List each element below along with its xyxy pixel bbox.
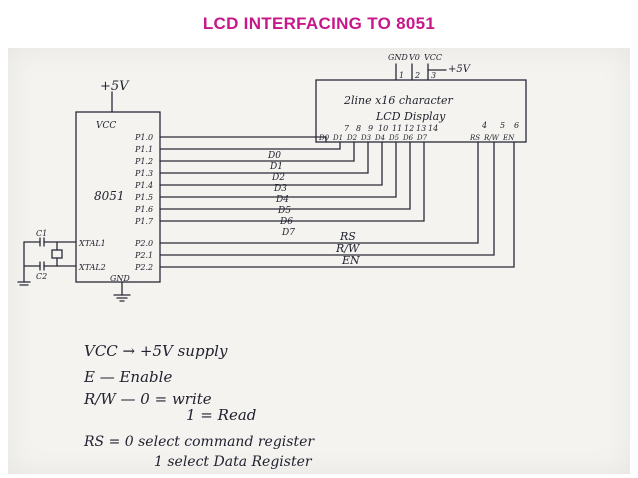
- mcu-pin-p2-1: P2.1: [134, 251, 153, 260]
- wire-en: [159, 141, 515, 268]
- mcu-gnd-label: GND: [110, 274, 130, 283]
- notes: VCC → +5V supply E — Enable R/W — 0 = wr…: [83, 342, 315, 470]
- lcd-pin-num-7: 7: [344, 124, 350, 133]
- lcd-v0-label: V0: [409, 53, 420, 62]
- bus-label-d5: D5: [277, 206, 291, 216]
- mcu-supply: +5V: [100, 79, 130, 94]
- bus-label-d6: D6: [279, 217, 293, 227]
- lcd-pin-num-6: 6: [514, 121, 519, 130]
- crystal-circuit: C1 C2: [17, 229, 77, 286]
- lcd-pin-d4: D4: [374, 134, 385, 142]
- note-rw-write: R/W — 0 = write: [83, 390, 212, 408]
- mcu-name: 8051: [94, 189, 125, 203]
- lcd-vcc-label: VCC: [424, 53, 442, 62]
- bus-label-d7: D7: [281, 228, 295, 238]
- note-rs-command: RS = 0 select command register: [83, 434, 315, 450]
- mcu-pin-p1-4: P1.4: [134, 181, 153, 190]
- lcd-pin-d6: D6: [402, 134, 414, 142]
- mcu-pin-p1-6: P1.6: [134, 205, 153, 214]
- mcu-pin-p2-2: P2.2: [134, 263, 153, 272]
- lcd-pin-num-11: 11: [392, 124, 402, 133]
- lcd-pin-num-5: 5: [500, 121, 505, 130]
- lcd-pin-num-12: 12: [404, 124, 414, 133]
- lcd-pin-d0: D0: [318, 134, 330, 142]
- lcd-supply: +5V: [448, 64, 472, 75]
- lcd-pin-num-13: 13: [416, 124, 426, 133]
- bus-label-d4: D4: [275, 195, 289, 205]
- lcd-pin-num-2: 2: [414, 71, 420, 80]
- bus-label-d1: D1: [269, 162, 283, 172]
- lcd-body: [315, 79, 527, 143]
- control-bus: RS R/W EN: [159, 141, 515, 268]
- wire-d6: [159, 141, 411, 210]
- wire-d5: [159, 141, 397, 198]
- cap-c2-label: C2: [36, 272, 47, 281]
- page-title: LCD INTERFACING TO 8051: [202, 14, 436, 33]
- lcd-pin-d3: D3: [360, 134, 372, 142]
- mcu-pin-p1-7: P1.7: [134, 217, 154, 226]
- lcd-pin-d2: D2: [346, 134, 358, 142]
- cap-c1-label: C1: [36, 229, 47, 238]
- mcu-pin-p1-1: P1.1: [134, 145, 153, 154]
- bus-label-d0: D0: [267, 151, 281, 161]
- wire-d2: [159, 141, 355, 162]
- bus-label-d3: D3: [273, 184, 287, 194]
- wire-d1: [159, 141, 341, 150]
- bus-label-d2: D2: [271, 173, 285, 183]
- lcd-module: GND V0 VCC +5V 1 2 3 2line x16 character…: [315, 53, 527, 143]
- bus-label-rw: R/W: [335, 242, 361, 255]
- wire-rw: [159, 141, 495, 256]
- mcu-pin-p1-2: P1.2: [134, 157, 153, 166]
- lcd-pin-num-1: 1: [399, 71, 404, 80]
- bus-label-rs: RS: [339, 230, 356, 243]
- crystal-body: [51, 249, 63, 259]
- mcu-pin-p2-0: P2.0: [134, 239, 153, 248]
- lcd-gnd-label: GND: [388, 53, 408, 62]
- bus-label-en: EN: [341, 254, 360, 267]
- mcu-8051: +5V VCC 8051 P1.0 P1.1 P1.2 P1.3 P1.4 P1…: [75, 79, 161, 302]
- lcd-pin-rw: R/W: [483, 134, 500, 142]
- lcd-pin-en: EN: [502, 134, 515, 142]
- lcd-pin-d5: D5: [388, 134, 400, 142]
- mcu-pin-xtal1: XTAL1: [78, 239, 106, 248]
- mcu-pin-xtal2: XTAL2: [78, 263, 106, 272]
- note-rw-read: 1 = Read: [186, 406, 256, 424]
- wire-d3: [159, 141, 369, 174]
- wire-d4: [159, 141, 383, 186]
- lcd-pin-num-4: 4: [481, 121, 487, 130]
- note-enable: E — Enable: [83, 368, 172, 386]
- lcd-pin-d1: D1: [332, 134, 343, 142]
- wire-d0: [159, 136, 327, 143]
- mcu-pin-p1-0: P1.0: [134, 133, 153, 142]
- lcd-pin-num-8: 8: [356, 124, 361, 133]
- note-rs-data: 1 select Data Register: [154, 454, 313, 470]
- lcd-pin-num-10: 10: [378, 124, 388, 133]
- note-vcc: VCC → +5V supply: [84, 342, 228, 360]
- lcd-pin-num-3: 3: [431, 71, 436, 80]
- wire-rs: [159, 141, 479, 244]
- mcu-vcc-label: VCC: [96, 121, 116, 131]
- mcu-pin-p1-5: P1.5: [134, 193, 153, 202]
- data-bus: D0 D1 D2 D3 D4 D5 D6 D7: [159, 136, 425, 238]
- lcd-title-line2: LCD Display: [375, 110, 446, 123]
- mcu-pin-p1-3: P1.3: [134, 169, 153, 178]
- lcd-pin-rs: RS: [469, 134, 480, 142]
- lcd-pin-num-9: 9: [368, 124, 373, 133]
- lcd-pin-d7: D7: [416, 134, 428, 142]
- lcd-pin-num-14: 14: [428, 124, 438, 133]
- lcd-title-line1: 2line x16 character: [343, 94, 454, 107]
- wire-d7: [159, 141, 425, 222]
